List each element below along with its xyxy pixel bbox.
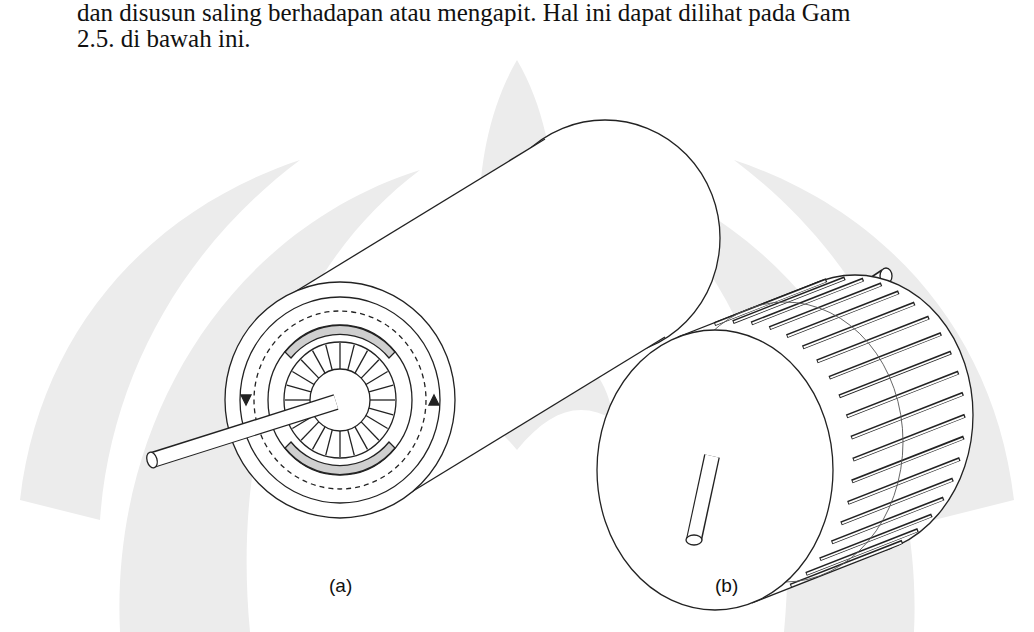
stator-slot bbox=[839, 352, 951, 396]
front-shaft bbox=[694, 456, 712, 540]
stator-face bbox=[225, 282, 455, 518]
rotor-tooth bbox=[313, 427, 326, 450]
stator-slot bbox=[852, 437, 964, 481]
rotor-teeth bbox=[285, 343, 395, 457]
stator-bore bbox=[268, 325, 412, 475]
flux-arrow bbox=[241, 395, 251, 405]
front-shaft-fill bbox=[694, 456, 712, 539]
disc-front bbox=[597, 330, 833, 610]
rotor-tooth bbox=[339, 343, 340, 369]
rotor-tooth bbox=[369, 408, 393, 415]
body-text: 2.5. di bawah ini. bbox=[77, 24, 251, 54]
rotor-tooth bbox=[326, 430, 332, 455]
stator-slot bbox=[848, 459, 960, 503]
rotor-tooth bbox=[348, 430, 354, 455]
stator-slot-fill bbox=[848, 373, 958, 416]
stator-slot bbox=[803, 303, 915, 347]
stator-slot bbox=[832, 498, 944, 542]
stator-slot-fill bbox=[804, 304, 914, 347]
rotor-tooth bbox=[326, 345, 332, 370]
rotor-tooth bbox=[301, 422, 319, 440]
body-text: dan disusun saling berhadapan atau menga… bbox=[77, 0, 850, 28]
front-shaft bbox=[152, 402, 336, 460]
stator-slot bbox=[847, 372, 959, 416]
rotor-tooth bbox=[355, 351, 368, 374]
stator-slot-fill bbox=[840, 353, 950, 396]
rotor-tooth bbox=[313, 351, 326, 374]
rotor-tooth bbox=[366, 372, 388, 385]
figure-label: (b) bbox=[715, 574, 738, 598]
rotor-tooth bbox=[361, 422, 379, 440]
stator-slot bbox=[817, 317, 929, 361]
stator-slot-fill bbox=[833, 499, 943, 542]
rotor-tooth bbox=[369, 385, 393, 392]
stator-slot bbox=[806, 530, 918, 574]
rotor-tooth bbox=[366, 416, 388, 429]
rotor-tooth bbox=[339, 431, 340, 457]
rotor-tooth bbox=[301, 360, 319, 378]
stator-slot-fill bbox=[734, 279, 844, 322]
stator-slot bbox=[829, 334, 941, 378]
stator-slot-fill bbox=[752, 280, 862, 323]
figure-label: (a) bbox=[329, 574, 352, 598]
cylinder-edge bbox=[280, 139, 545, 301]
rotor-tooth bbox=[355, 427, 368, 450]
front-shaft-fill bbox=[153, 402, 336, 460]
stator-slot-fill bbox=[818, 318, 928, 361]
flux-path bbox=[254, 311, 426, 489]
stator-slot-fill bbox=[853, 438, 963, 481]
flux-arrow bbox=[429, 395, 439, 405]
rotor-tooth bbox=[287, 385, 311, 392]
stator-ring bbox=[240, 297, 440, 503]
stator-slot bbox=[853, 416, 965, 460]
rotor-tooth bbox=[292, 372, 314, 385]
shaft-end bbox=[145, 451, 159, 469]
stator-slot bbox=[733, 278, 845, 322]
stator-slot-fill bbox=[830, 335, 940, 378]
stator-slot-fill bbox=[849, 460, 959, 503]
rotor-tooth bbox=[361, 360, 379, 378]
stator-slot-fill bbox=[852, 395, 962, 438]
rotor-tooth bbox=[348, 345, 354, 370]
stator-slot-fill bbox=[807, 531, 917, 574]
shaft-end bbox=[686, 535, 702, 545]
rotor-outline bbox=[284, 342, 396, 458]
stator-slot bbox=[851, 394, 963, 438]
stator-slot bbox=[751, 279, 863, 323]
stator-slot-fill bbox=[854, 417, 964, 460]
magnets bbox=[285, 325, 395, 474]
rotor-tooth bbox=[285, 399, 310, 400]
rotor-tooth bbox=[370, 399, 395, 400]
